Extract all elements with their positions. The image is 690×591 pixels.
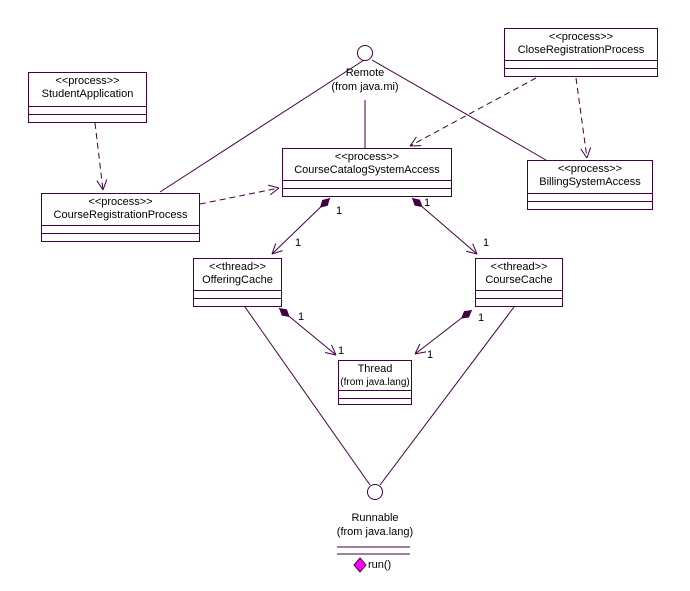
dependency-courseregistration-coursecatalog[interactable]	[199, 188, 279, 205]
stereotype-label: <<process>>	[557, 163, 623, 175]
node-student-application[interactable]: <<process>> StudentApplication	[28, 72, 147, 123]
operations-compartment	[283, 188, 451, 196]
node-offering-cache[interactable]: <<thread>> OfferingCache	[193, 258, 282, 307]
node-title: <<process>> CourseCatalogSystemAccess	[283, 149, 451, 180]
node-title: Thread (from java.lang)	[339, 361, 411, 390]
node-course-catalog-system-access[interactable]: <<process>> CourseCatalogSystemAccess	[282, 148, 452, 197]
stereotype-label: <<process>>	[334, 151, 400, 163]
node-title: <<process>> CloseRegistrationProcess	[505, 29, 657, 60]
multiplicity-label: 1	[478, 312, 485, 324]
operations-compartment	[339, 398, 411, 404]
operations-compartment	[476, 298, 562, 306]
node-title: <<thread>> OfferingCache	[194, 259, 281, 290]
attributes-compartment	[528, 193, 652, 201]
composition-coursecatalog-coursecache[interactable]	[409, 195, 477, 254]
attributes-compartment	[29, 106, 146, 114]
node-title: <<process>> StudentApplication	[29, 73, 146, 106]
dependency-closeregistration-coursecatalog[interactable]	[410, 77, 537, 146]
composition-diamond-icon	[460, 310, 472, 319]
interface-name-label: Remote	[345, 67, 385, 79]
operations-compartment	[42, 233, 199, 241]
operations-compartment	[528, 201, 652, 209]
remote-interface-label: Remote (from java.mi)	[290, 66, 440, 94]
node-name-label: CourseCache	[485, 274, 553, 286]
interface-location-label: (from java.lang)	[336, 526, 414, 538]
multiplicity-label: 1	[336, 205, 343, 217]
multiplicity-label: 1	[483, 237, 490, 249]
node-title: <<process>> CourseRegistrationProcess	[42, 194, 199, 225]
attributes-compartment	[476, 290, 562, 298]
node-name-label: CourseCatalogSystemAccess	[294, 164, 440, 176]
link-courseregistration-remote[interactable]	[159, 59, 365, 193]
dependency-closeregistration-billing[interactable]	[575, 77, 587, 158]
runnable-operation-label: run()	[368, 559, 392, 571]
node-thread[interactable]: Thread (from java.lang)	[338, 360, 412, 405]
composition-diamond-icon	[279, 308, 290, 317]
multiplicity-label: 1	[338, 345, 345, 357]
attributes-compartment	[283, 180, 451, 188]
node-title: <<thread>> CourseCache	[476, 259, 562, 290]
node-name-label: OfferingCache	[202, 274, 273, 286]
composition-offeringcache-thread[interactable]	[276, 305, 336, 355]
link-coursecache-runnable[interactable]	[379, 306, 515, 486]
stereotype-label: <<process>>	[55, 75, 120, 87]
attributes-compartment	[42, 225, 199, 233]
node-close-registration-process[interactable]: <<process>> CloseRegistrationProcess	[504, 28, 658, 77]
composition-diamond-icon	[412, 198, 423, 208]
composition-coursecatalog-offeringcache[interactable]	[272, 195, 333, 254]
node-course-registration-process[interactable]: <<process>> CourseRegistrationProcess	[41, 193, 200, 242]
stereotype-label: <<thread>>	[209, 261, 266, 273]
operations-compartment	[29, 114, 146, 122]
operations-compartment	[505, 68, 657, 76]
stereotype-label: <<process>>	[548, 31, 614, 43]
node-name-label: StudentApplication	[41, 88, 134, 100]
node-title: <<process>> BillingSystemAccess	[528, 161, 652, 193]
node-name-label: BillingSystemAccess	[539, 176, 641, 188]
attributes-compartment	[194, 290, 281, 298]
interface-name-label: Runnable	[351, 512, 399, 524]
multiplicity-label: 1	[295, 237, 302, 249]
dependency-studentapplication-courseregistration[interactable]	[94, 122, 103, 190]
operations-compartment	[194, 298, 281, 306]
stereotype-label: <<process>>	[88, 196, 153, 208]
runnable-interface-lollipop-icon[interactable]	[367, 484, 383, 500]
link-offeringcache-runnable[interactable]	[244, 306, 371, 486]
interface-location-label: (from java.mi)	[331, 81, 399, 93]
link-billing-remote[interactable]	[371, 59, 547, 161]
node-name-label: CourseRegistrationProcess	[53, 209, 188, 221]
operation-icon	[353, 557, 367, 573]
node-billing-system-access[interactable]: <<process>> BillingSystemAccess	[527, 160, 653, 210]
node-name-label: CloseRegistrationProcess	[517, 44, 645, 56]
node-location-label: (from java.lang)	[340, 377, 410, 388]
composition-coursecache-thread[interactable]	[415, 307, 474, 354]
attributes-compartment	[339, 390, 411, 398]
attributes-compartment	[505, 60, 657, 68]
multiplicity-label: 1	[424, 197, 431, 209]
composition-diamond-icon	[319, 198, 330, 208]
runnable-interface-label: Runnable (from java.lang)	[300, 511, 450, 539]
node-course-cache[interactable]: <<thread>> CourseCache	[475, 258, 563, 307]
node-name-label: Thread	[357, 363, 393, 375]
multiplicity-label: 1	[298, 311, 305, 323]
multiplicity-label: 1	[427, 349, 434, 361]
remote-interface-lollipop-icon[interactable]	[357, 45, 373, 61]
stereotype-label: <<thread>>	[490, 261, 548, 273]
